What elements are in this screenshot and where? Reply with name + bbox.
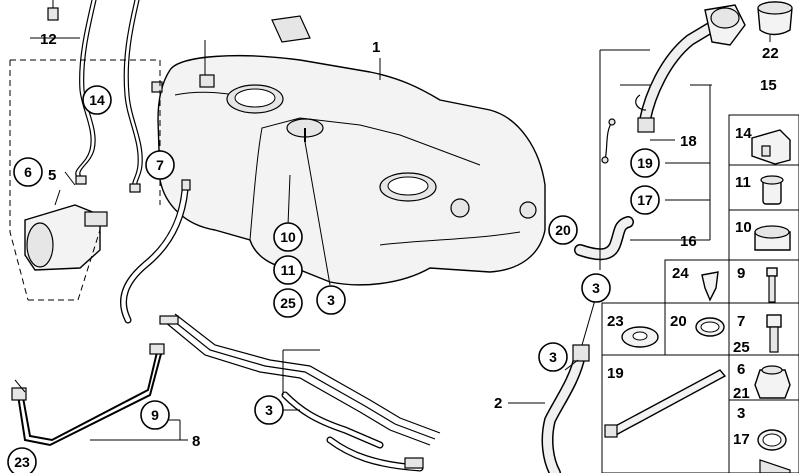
callout-7: 7 bbox=[156, 157, 164, 173]
callout-9-grid: 9 bbox=[737, 265, 745, 282]
callout-20: 20 bbox=[555, 222, 571, 238]
callout-19: 19 bbox=[637, 155, 653, 171]
callout-5: 5 bbox=[48, 167, 56, 184]
callout-25-grid: 25 bbox=[733, 339, 750, 356]
callout-10: 10 bbox=[280, 229, 296, 245]
callout-18: 18 bbox=[680, 133, 697, 150]
callout-25: 25 bbox=[280, 295, 296, 311]
callout-12: 12 bbox=[40, 31, 57, 48]
fuel-cap-icon bbox=[757, 1, 793, 36]
callout-17-grid: 17 bbox=[733, 431, 750, 448]
leader-lines bbox=[30, 35, 771, 441]
callout-6: 6 bbox=[24, 164, 32, 180]
connecting-hose-icon bbox=[574, 216, 634, 261]
fuel-lines bbox=[120, 179, 441, 472]
callout-16: 16 bbox=[680, 233, 697, 250]
callout-labels: 1 2 5 8 12 15 16 18 22 14 11 10 24 9 23 … bbox=[40, 31, 779, 450]
filler-neck-icon bbox=[635, 4, 746, 133]
callout-3-lines: 3 bbox=[265, 402, 273, 418]
parts-grid bbox=[601, 114, 799, 473]
breather-line bbox=[604, 121, 613, 161]
callout-17: 17 bbox=[637, 192, 653, 208]
callout-14-grid: 14 bbox=[735, 125, 752, 142]
callout-14: 14 bbox=[89, 92, 105, 108]
callout-21-grid: 21 bbox=[733, 385, 750, 402]
callout-23-grid: 23 bbox=[607, 313, 624, 330]
callout-10-grid: 10 bbox=[735, 219, 752, 236]
callout-3-tank: 3 bbox=[327, 292, 335, 308]
callout-3-pipe: 3 bbox=[549, 349, 557, 365]
circled-callouts: 14 6 7 10 11 25 3 3 9 23 20 19 17 3 3 bbox=[7, 85, 660, 473]
vent-lines bbox=[47, 0, 143, 193]
callout-15: 15 bbox=[760, 77, 777, 94]
callout-7-grid: 7 bbox=[737, 313, 745, 330]
callout-3-hose: 3 bbox=[592, 280, 600, 296]
callout-19-grid: 19 bbox=[607, 365, 624, 382]
callout-24-grid: 24 bbox=[672, 265, 689, 282]
tank-strap-icon bbox=[11, 343, 165, 447]
callout-9: 9 bbox=[151, 407, 159, 423]
callout-23: 23 bbox=[14, 454, 30, 470]
fuel-tank-icon bbox=[151, 15, 546, 286]
callout-11-grid: 11 bbox=[735, 174, 751, 191]
filler-pipe-icon bbox=[541, 344, 590, 473]
callout-6-grid: 6 bbox=[737, 361, 745, 378]
callout-2: 2 bbox=[494, 395, 502, 412]
callout-20-grid: 20 bbox=[670, 313, 687, 330]
callout-11: 11 bbox=[281, 262, 296, 278]
callout-22: 22 bbox=[762, 45, 779, 62]
carbon-canister-icon bbox=[24, 189, 108, 271]
callout-1: 1 bbox=[372, 39, 380, 56]
callout-8: 8 bbox=[192, 433, 200, 450]
callout-3-grid: 3 bbox=[737, 405, 745, 422]
